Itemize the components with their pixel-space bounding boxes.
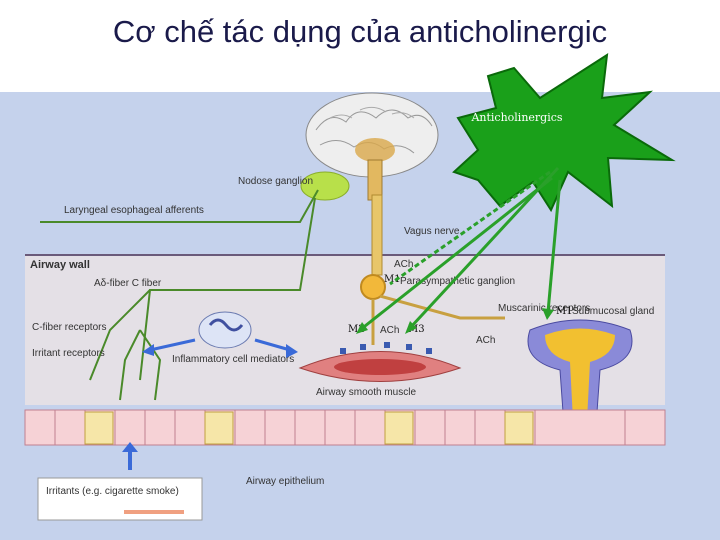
m1-gland-label: M1 [556, 306, 573, 317]
ach-top-label: ACh [394, 259, 413, 270]
ach-right-label: ACh [476, 335, 495, 346]
smooth-muscle-label: Airway smooth muscle [316, 387, 416, 398]
adelta-label: Aδ-fiber C fiber [94, 278, 162, 289]
irritant-receptors-label: Irritant receptors [32, 348, 105, 359]
laryngeal-label: Laryngeal esophageal afferents [64, 205, 204, 216]
arrow-left [149, 338, 196, 352]
star-arrow-m1 [389, 170, 551, 286]
arrow-right [254, 338, 291, 352]
airway-wall-label: Airway wall [30, 259, 90, 271]
m3-label: M3 [408, 324, 425, 335]
ach-mid-label: ACh [380, 325, 399, 336]
m1-ganglion-label: M1 [384, 274, 401, 285]
cigarette-icon [124, 510, 184, 514]
slide-title: Cơ chế tác dụng của anticholinergic [112, 14, 608, 49]
efferent-nerve-gland [379, 294, 505, 320]
star-label: Anticholinergics [470, 111, 562, 124]
parasympathetic-label: Parasympathetic ganglion [400, 276, 515, 287]
irritants-label: Irritants (e.g. cigarette smoke) [46, 486, 179, 497]
star-arrow-m2 [359, 176, 553, 332]
inflammatory-cell-icon [198, 311, 252, 349]
submucosal-label: Submucosal gland [572, 306, 654, 317]
vagus-label: Vagus nerve [404, 226, 460, 237]
brain-icon [305, 92, 439, 201]
nodose-label: Nodose ganglion [238, 176, 313, 187]
epithelium-label: Airway epithelium [246, 476, 324, 487]
inflammatory-label: Inflammatory cell mediators [172, 354, 294, 365]
airway-epithelium [24, 409, 666, 446]
submucosal-gland-icon [527, 319, 633, 441]
smooth-muscle-icon [298, 342, 462, 382]
sensory-nerve [139, 197, 316, 381]
laryngeal-nerve [40, 189, 319, 223]
cfiber-label: C-fiber receptors [32, 322, 106, 333]
star-arrow-m3 [408, 166, 560, 330]
m2-label: M2 [348, 324, 365, 335]
star-arrow-gland [546, 179, 562, 313]
vagus-nerve [371, 194, 383, 276]
nodose-ganglion-icon [300, 171, 350, 201]
